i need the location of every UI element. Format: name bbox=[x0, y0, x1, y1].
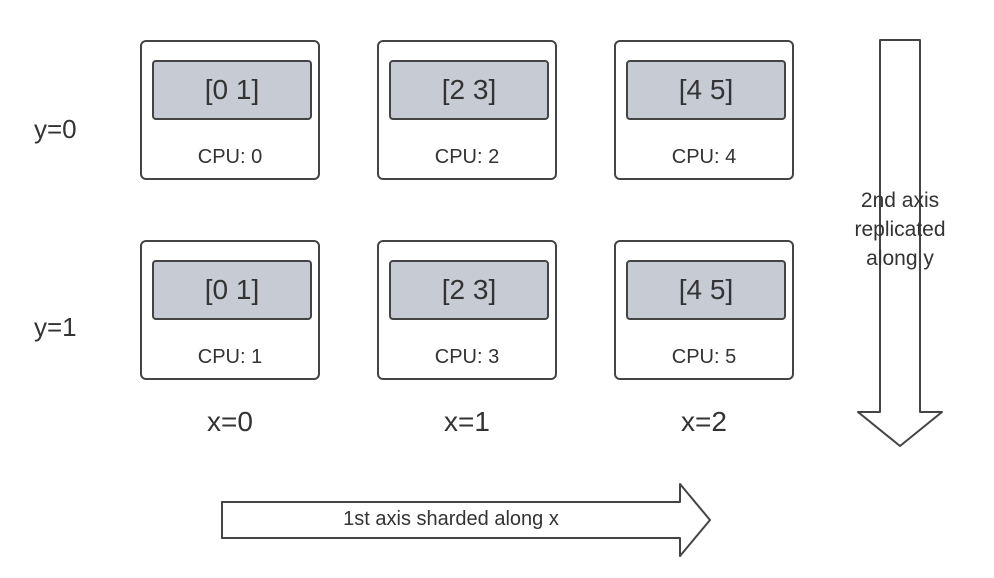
row-label-y1: y=1 bbox=[34, 312, 77, 342]
device-card: [0 1] CPU: 0 bbox=[140, 40, 320, 180]
cpu-label: CPU: 4 bbox=[671, 146, 737, 168]
row-label-y0: y=0 bbox=[34, 114, 77, 144]
shard-box: [2 3] bbox=[389, 260, 549, 320]
shard-box: [0 1] bbox=[152, 260, 312, 320]
cpu-label: CPU: 3 bbox=[434, 346, 500, 368]
vertical-arrow-label: 2nd axis replicated along y bbox=[840, 186, 960, 273]
horizontal-arrow-shape bbox=[221, 483, 711, 557]
cpu-label: CPU: 5 bbox=[671, 346, 737, 368]
col-label-x2: x=2 bbox=[681, 406, 727, 437]
device-card: [0 1] CPU: 1 bbox=[140, 240, 320, 380]
horizontal-arrow-label: 1st axis sharded along x bbox=[343, 508, 559, 530]
vertical-arrow-label-line: replicated bbox=[854, 218, 946, 241]
shard-box: [4 5] bbox=[626, 260, 786, 320]
device-card: [4 5] CPU: 5 bbox=[614, 240, 794, 380]
shard-box: [4 5] bbox=[626, 60, 786, 120]
cpu-label: CPU: 0 bbox=[197, 146, 263, 168]
cpu-label: CPU: 2 bbox=[434, 146, 500, 168]
shard-box: [2 3] bbox=[389, 60, 549, 120]
vertical-arrow-label-line: along y bbox=[866, 247, 934, 270]
vertical-arrow-shape bbox=[857, 39, 943, 447]
device-card: [2 3] CPU: 3 bbox=[377, 240, 557, 380]
shard-box: [0 1] bbox=[152, 60, 312, 120]
col-label-x1: x=1 bbox=[444, 406, 490, 437]
device-card: [4 5] CPU: 4 bbox=[614, 40, 794, 180]
device-card: [2 3] CPU: 2 bbox=[377, 40, 557, 180]
col-label-x0: x=0 bbox=[207, 406, 253, 437]
cpu-label: CPU: 1 bbox=[197, 346, 263, 368]
vertical-arrow-label-line: 2nd axis bbox=[860, 189, 940, 212]
